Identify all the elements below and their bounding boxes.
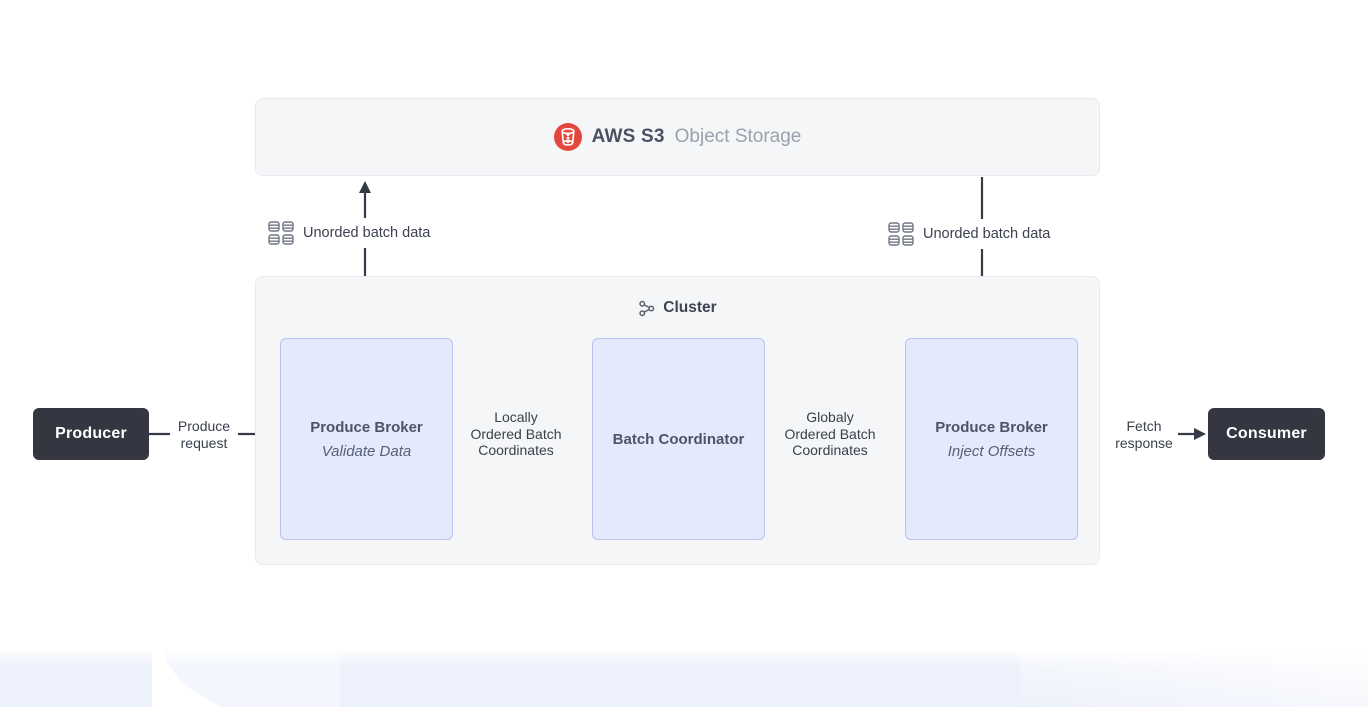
edge-label-line: Locally — [494, 409, 538, 425]
unordered-batch-text: Unorded batch data — [303, 225, 431, 241]
node-subtitle: Validate Data — [321, 442, 412, 460]
edge-label-line: request — [180, 434, 228, 451]
edge-label-line: Coordinates — [792, 442, 868, 459]
s3-storage-container: AWS S3 Object Storage — [255, 98, 1100, 176]
node-title: Produce Broker — [310, 418, 423, 436]
edge-label-line: Fetch — [1126, 418, 1162, 434]
unordered-batch-label-left: Unorded batch data — [263, 218, 436, 248]
node-title: Produce Broker — [935, 418, 1048, 436]
unordered-batch-text: Unorded batch data — [923, 226, 1051, 242]
producer-node: Producer — [33, 408, 149, 460]
edge-label-globally-ordered: Globaly Ordered Batch Coordinates — [776, 409, 884, 459]
node-title: Batch Coordinator — [612, 430, 745, 448]
edge-label-line: Coordinates — [478, 442, 554, 459]
s3-name: AWS S3 — [591, 126, 665, 147]
edge-label-line: Globaly — [806, 409, 854, 425]
edge-label-line: Ordered Batch — [470, 425, 562, 442]
consumer-node: Consumer — [1208, 408, 1325, 460]
edge-label-fetch-response: Fetch response — [1104, 418, 1184, 451]
edge-label-produce-request: Produce request — [164, 418, 244, 451]
database-stack-icon — [888, 222, 914, 246]
database-stack-icon — [268, 221, 294, 245]
cluster-header: Cluster — [256, 299, 1099, 317]
cluster-label: Cluster — [663, 299, 717, 316]
footer-decoration — [0, 652, 1368, 707]
node-subtitle: Inject Offsets — [947, 442, 1036, 460]
edge-label-line: Ordered Batch — [784, 425, 876, 442]
edge-label-line: Produce — [177, 418, 231, 434]
s3-bucket-icon — [553, 123, 582, 151]
edge-label-locally-ordered: Locally Ordered Batch Coordinates — [462, 409, 570, 459]
unordered-batch-label-right: Unorded batch data — [883, 219, 1056, 249]
node-produce-broker-validate: Produce Broker Validate Data — [280, 338, 453, 540]
footer-band — [0, 652, 1368, 707]
edge-label-line: response — [1115, 434, 1173, 451]
node-produce-broker-inject: Produce Broker Inject Offsets — [905, 338, 1078, 540]
cluster-container: Cluster Produce Broker Validate Data Bat… — [255, 276, 1100, 565]
cluster-network-icon — [639, 300, 655, 316]
s3-type: Object Storage — [674, 126, 802, 147]
node-batch-coordinator: Batch Coordinator — [592, 338, 765, 540]
s3-storage-title: AWS S3 Object Storage — [553, 123, 802, 151]
